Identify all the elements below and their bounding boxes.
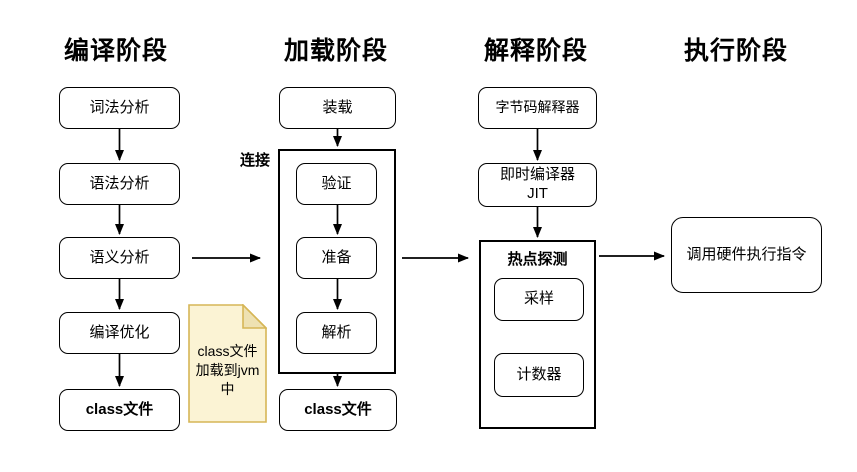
column-title-compile: 编译阶段 — [63, 37, 169, 65]
box-counter: 计数器 — [494, 353, 584, 397]
column-title-interpret: 解释阶段 — [483, 37, 589, 65]
box-bytecode-interpreter: 字节码解释器 — [478, 87, 597, 129]
box-prepare: 准备 — [296, 237, 377, 279]
box-lexical-analysis: 词法分析 — [59, 87, 180, 129]
box-class-file-load: class文件 — [279, 389, 397, 431]
hotspot-group — [479, 240, 596, 429]
column-title-load: 加载阶段 — [283, 37, 389, 65]
box-invoke-hardware: 调用硬件执行指令 — [671, 217, 822, 293]
box-jit-compiler: 即时编译器 JIT — [478, 163, 597, 207]
box-load: 装载 — [279, 87, 396, 129]
sticky-note-line: 加载到jvm — [195, 362, 260, 378]
jit-compiler-line1: 即时编译器 — [499, 166, 575, 184]
box-verify: 验证 — [296, 163, 377, 205]
sticky-note-line: 中 — [220, 381, 235, 397]
box-class-file-compile: class文件 — [59, 389, 180, 431]
box-semantic-analysis: 语义分析 — [59, 237, 180, 279]
column-title-execute: 执行阶段 — [683, 37, 789, 65]
sticky-note-shape — [188, 304, 267, 423]
sticky-note-text: class文件 加载到jvm 中 — [188, 342, 267, 399]
sticky-note-line: class文件 — [197, 343, 258, 359]
box-syntax-analysis: 语法分析 — [59, 163, 180, 205]
jit-compiler-line2: JIT — [527, 185, 548, 202]
link-group-label: 连接 — [240, 152, 271, 169]
box-resolve: 解析 — [296, 312, 377, 354]
box-sampling: 采样 — [494, 278, 584, 321]
box-compile-optimize: 编译优化 — [59, 312, 180, 354]
hotspot-group-title: 热点探测 — [507, 251, 568, 268]
sticky-note: class文件 加载到jvm 中 — [188, 304, 267, 423]
